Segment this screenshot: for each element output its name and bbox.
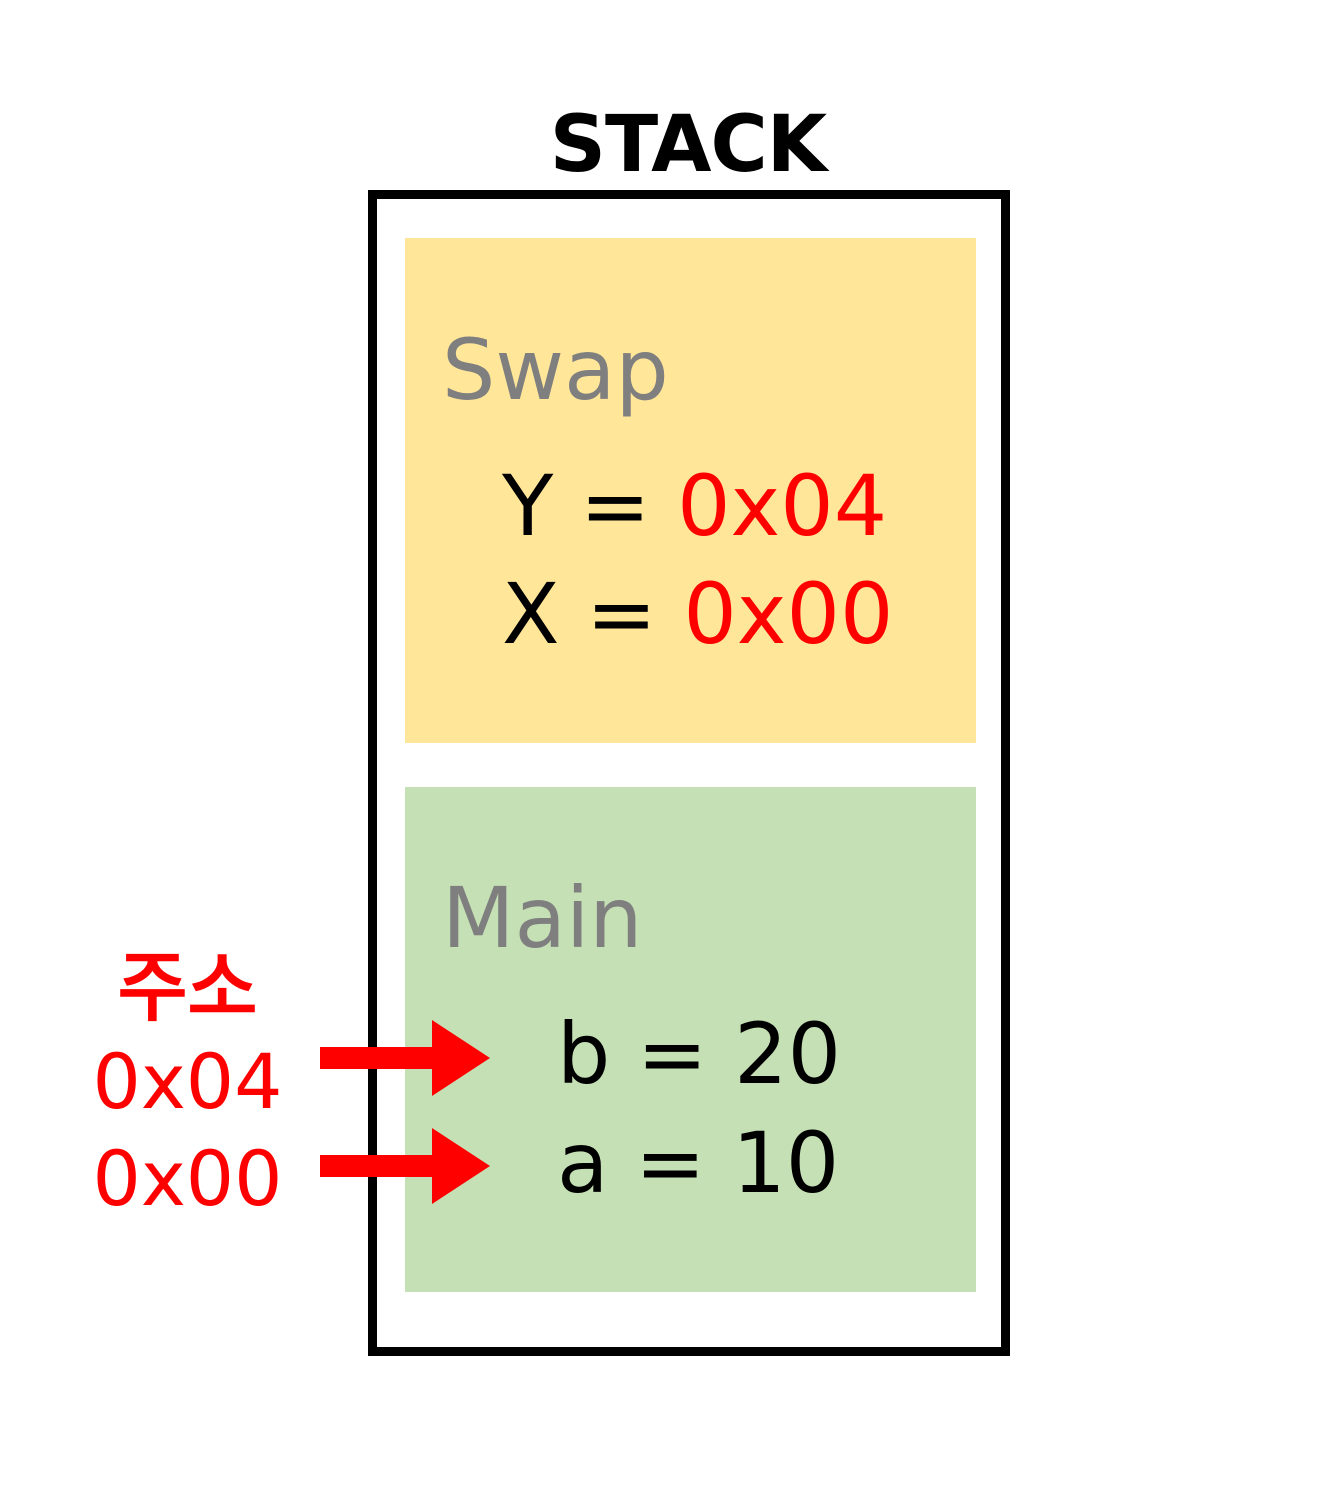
main-var-b-value: 20 <box>734 1005 842 1103</box>
swap-var-x: X = 0x00 <box>502 566 893 662</box>
main-var-a-op: = <box>608 1114 733 1212</box>
swap-frame-label: Swap <box>442 321 669 419</box>
stack-title: STACK <box>549 100 827 190</box>
swap-var-x-value: 0x00 <box>683 565 894 663</box>
address-value-b: 0x04 <box>92 1037 283 1126</box>
main-var-a-name: a <box>557 1114 609 1212</box>
main-frame: Main <box>405 787 976 1292</box>
main-frame-label: Main <box>442 869 643 967</box>
main-var-b-op: = <box>610 1005 735 1103</box>
swap-frame: Swap <box>405 238 976 743</box>
address-label: 주소 <box>117 943 258 1032</box>
swap-var-y-op: = <box>553 457 678 555</box>
address-value-a: 0x00 <box>92 1134 283 1223</box>
swap-var-y-value: 0x04 <box>677 457 888 555</box>
main-var-b: b = 20 <box>557 1006 841 1102</box>
swap-var-y: Y = 0x04 <box>502 458 887 554</box>
main-var-a-value: 10 <box>732 1114 840 1212</box>
swap-var-x-op: = <box>559 565 684 663</box>
swap-var-y-name: Y <box>502 457 554 555</box>
swap-var-x-name: X <box>502 565 560 663</box>
main-var-b-name: b <box>557 1005 611 1103</box>
main-var-a: a = 10 <box>557 1115 839 1211</box>
